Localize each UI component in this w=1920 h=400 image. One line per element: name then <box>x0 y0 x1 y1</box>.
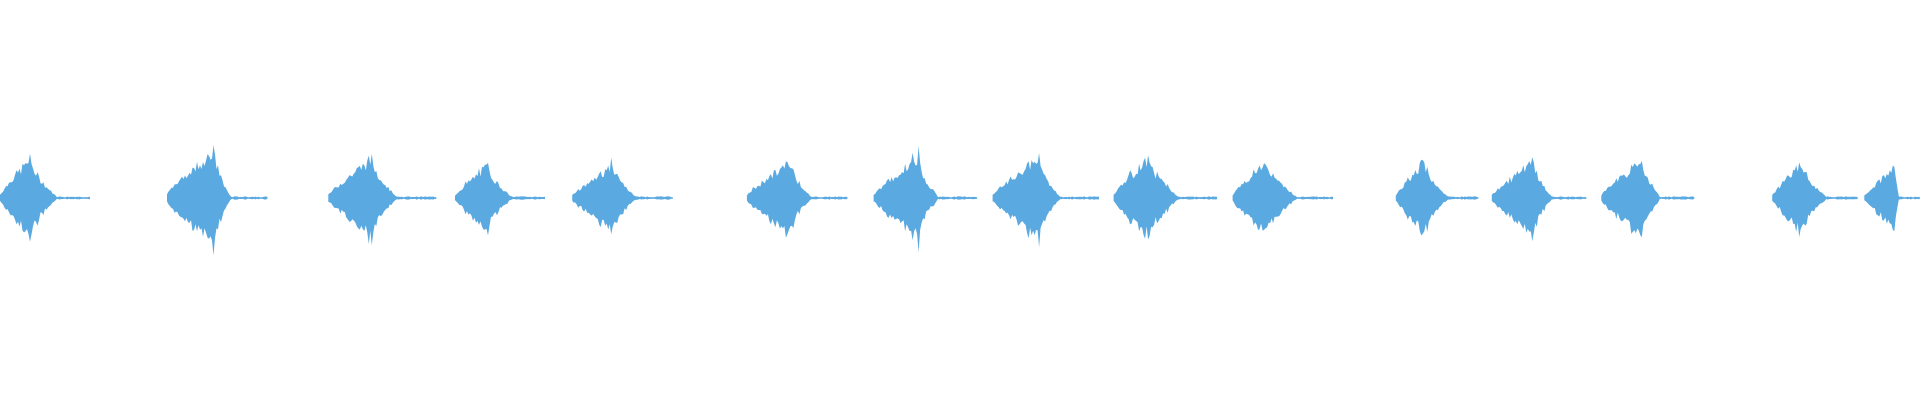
waveform-segment-11 <box>1395 159 1479 236</box>
waveform-segment-9 <box>1113 155 1218 240</box>
waveform-segment-12 <box>1491 157 1587 242</box>
waveform-segment-7 <box>873 146 978 253</box>
waveform-segment-4 <box>455 162 545 236</box>
waveform-segments <box>0 145 1920 256</box>
waveform-segment-3 <box>328 153 437 246</box>
waveform-segment-1 <box>0 153 90 242</box>
waveform-segment-5 <box>572 157 673 235</box>
waveform-segment-8 <box>992 153 1100 248</box>
waveform-segment-10 <box>1232 163 1334 231</box>
waveform-segment-13 <box>1601 160 1695 238</box>
waveform-segment-6 <box>746 161 848 238</box>
waveform-segment-15 <box>1864 165 1920 232</box>
waveform-segment-14 <box>1772 162 1858 237</box>
waveform-segment-2 <box>167 145 268 256</box>
